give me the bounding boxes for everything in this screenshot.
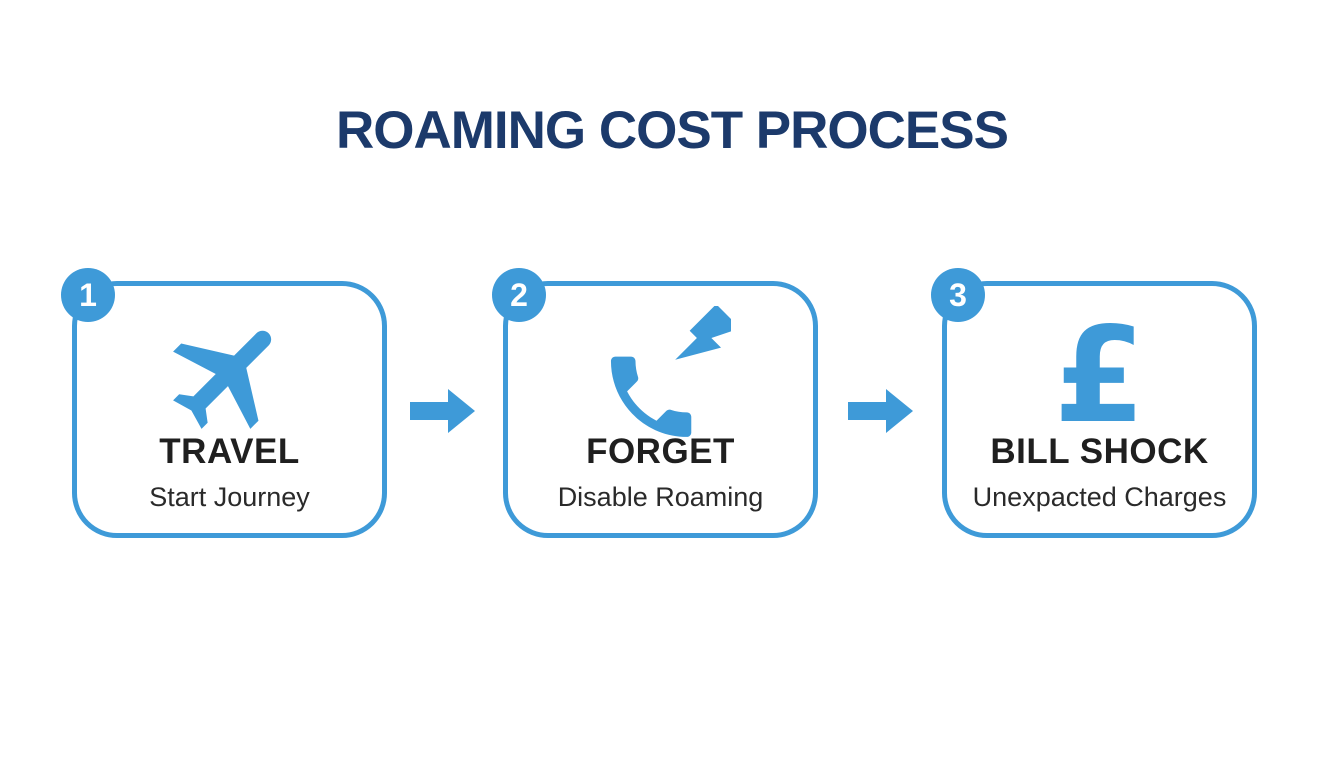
pound-sterling-icon: £	[1053, 298, 1146, 453]
step-sublabel: Unexpacted Charges	[972, 482, 1227, 512]
phone-alert-icon	[508, 298, 813, 453]
step-number-badge: 2	[492, 268, 546, 322]
arrow-right-icon	[410, 388, 476, 434]
step-label: TRAVEL	[159, 432, 300, 471]
step-card-travel: 1 TRAVEL Start Journey	[61, 268, 387, 538]
step-card-forget: 2 FORGET Disable Roaming	[492, 268, 818, 538]
page-title: ROAMING COST PROCESS	[335, 101, 1009, 160]
step-number-badge: 3	[931, 268, 985, 322]
step-sublabel: Disable Roaming	[557, 482, 764, 512]
step-label: BILL SHOCK	[990, 432, 1209, 471]
step-label: FORGET	[586, 432, 735, 471]
step-number-badge: 1	[61, 268, 115, 322]
airplane-icon	[77, 298, 382, 453]
arrow-right-icon	[848, 388, 914, 434]
step-card-bill-shock: 3 £ BILL SHOCK Unexpacted Charges	[931, 268, 1257, 538]
step-sublabel: Start Journey	[149, 482, 310, 512]
